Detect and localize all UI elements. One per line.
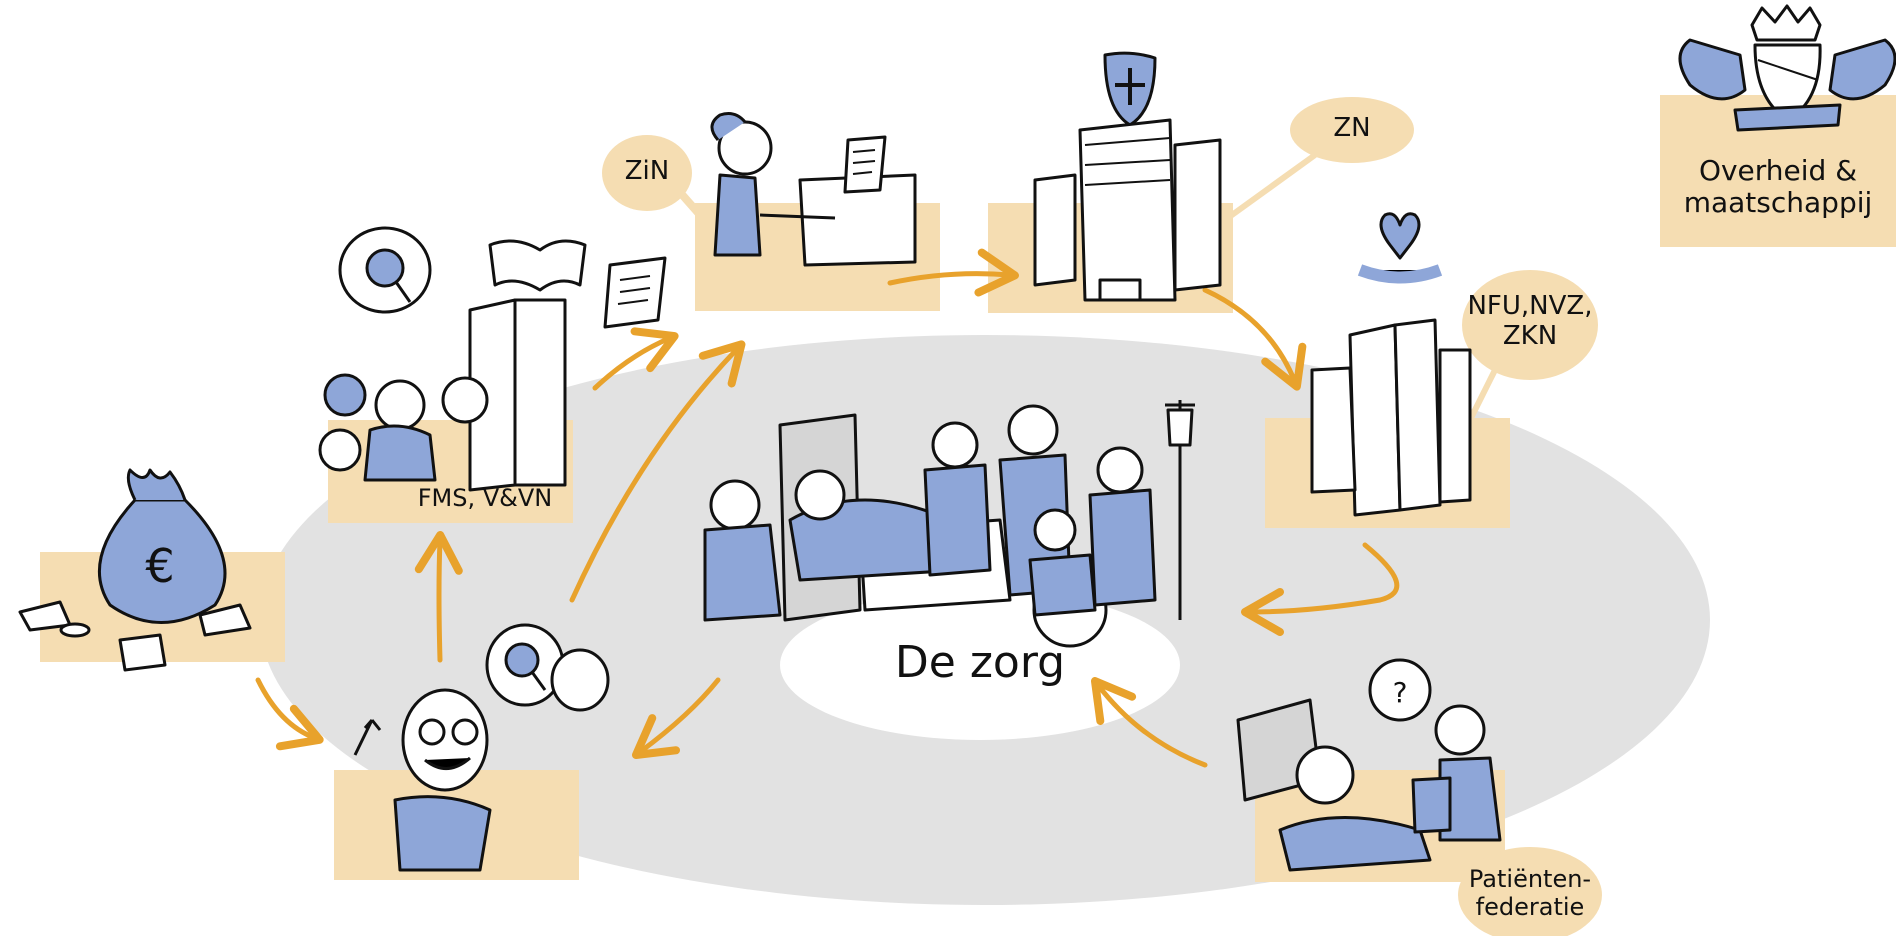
zin-bubble-tail [674, 187, 704, 218]
arrow-hospitals-to-care [1241, 542, 1400, 636]
nfu-bubble [1462, 270, 1598, 380]
zin-bubble [602, 135, 692, 211]
center-label: De zorg [894, 637, 1066, 688]
zn-bubble [1290, 97, 1414, 163]
arrow-patient-to-care [1090, 677, 1208, 768]
flow-arrows [255, 248, 1400, 768]
care-scene-icon [703, 400, 1195, 648]
svg-text:€: € [145, 539, 174, 593]
svg-text:?: ? [1393, 676, 1408, 709]
patient-bubble [1458, 847, 1602, 936]
zn-bubble-tail [1223, 152, 1317, 223]
patient-in-bed-icon: ? [1236, 658, 1502, 872]
person-with-box-icon [710, 112, 917, 267]
node-label-fms: FMS, V&VN [417, 484, 553, 512]
center-white-area [780, 590, 1180, 740]
researcher-idea-icon [353, 623, 610, 872]
arrow-zin-to-zn [887, 248, 1019, 297]
arrow-researcher-to-zin [569, 340, 746, 603]
node-label-patient: Patiënten- federatie [1468, 865, 1592, 921]
money-bag-euro-icon: € [18, 468, 252, 672]
professionals-research-icon [318, 226, 667, 492]
nfu-bubble-tail [1467, 368, 1498, 422]
coat-of-arms-icon [1678, 4, 1896, 132]
arrow-zn-to-hospitals [1202, 287, 1307, 391]
node-label-nfu: NFU,NVZ, ZKN [1467, 291, 1593, 351]
hospital-heart-icon [1310, 212, 1472, 517]
insurer-building-shield-icon [1033, 51, 1222, 302]
arrow-researcher-to-fms [414, 531, 463, 663]
node-label-overheid: Overheid & maatschappij [1683, 154, 1873, 220]
node-label-zn: ZN [1333, 113, 1371, 143]
arrow-money-to-researcher [255, 677, 324, 751]
arrow-care-to-researcher [631, 677, 721, 759]
arrow-fms-to-document [592, 327, 679, 391]
node-label-zin: ZiN [624, 156, 670, 186]
